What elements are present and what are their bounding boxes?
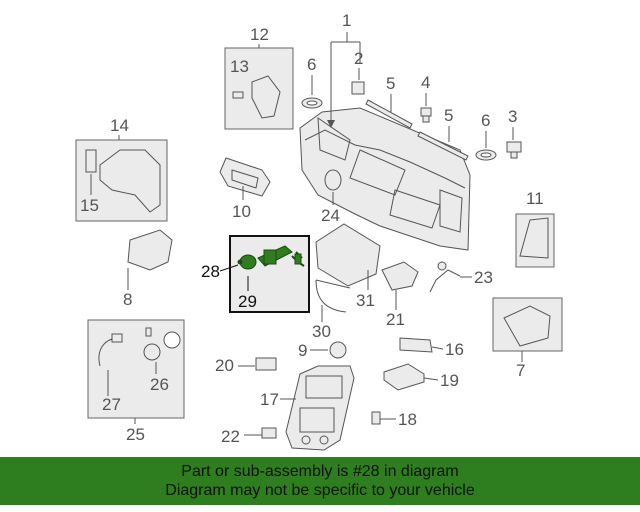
callout-22: 22	[221, 427, 240, 446]
callout-27: 27	[102, 395, 121, 414]
part-19-module	[383, 363, 425, 391]
callout-13: 13	[230, 57, 249, 76]
callout-21: 21	[386, 310, 405, 329]
part-2-clip	[351, 81, 365, 95]
callout-8: 8	[123, 290, 132, 309]
callout-11: 11	[526, 189, 544, 208]
part-12-bezel	[251, 75, 281, 119]
callout-29: 29	[238, 292, 257, 311]
callout-25: 25	[126, 425, 145, 444]
part-11	[519, 217, 549, 259]
part-30-cable	[315, 279, 351, 313]
banner-line-1: Part or sub-assembly is #28 in diagram	[181, 463, 459, 480]
callout-5a: 5	[386, 74, 395, 93]
callout-1: 1	[342, 11, 351, 30]
callout-10: 10	[232, 202, 251, 221]
callout-9: 9	[298, 341, 307, 360]
callout-12: 12	[250, 25, 269, 44]
leader-28	[219, 264, 239, 272]
part-17-console	[285, 365, 355, 451]
part-16-clip	[399, 337, 433, 353]
callout-24: 24	[321, 206, 340, 225]
banner-line-2: Diagram may not be specific to your vehi…	[165, 482, 475, 499]
part-14-panel	[99, 149, 161, 213]
part-5a-strip	[365, 99, 413, 129]
box-28-highlight	[229, 235, 310, 313]
leader-16	[431, 346, 444, 350]
callout-16: 16	[445, 340, 464, 359]
callout-18: 18	[398, 410, 417, 429]
callout-2: 2	[354, 49, 363, 68]
part-9-knob	[329, 341, 347, 359]
part-31-tray	[315, 223, 381, 287]
leader-19	[423, 377, 439, 381]
callout-31: 31	[356, 291, 375, 310]
instrument-panel	[299, 107, 471, 251]
callout-3: 3	[508, 107, 517, 126]
callout-30: 30	[312, 322, 331, 341]
part-7-cover	[503, 305, 551, 347]
callout-19: 19	[440, 371, 459, 390]
callout-6b: 6	[481, 111, 490, 130]
part-3-connector	[506, 141, 522, 159]
callout-15: 15	[80, 196, 99, 215]
arrow-1	[327, 120, 335, 128]
part-10-bezel	[219, 157, 271, 197]
callout-17: 17	[260, 390, 279, 409]
part-4-fastener	[420, 107, 432, 123]
part-8-switch	[127, 229, 173, 271]
callout-20: 20	[215, 356, 234, 375]
part-24-knob	[324, 169, 342, 191]
part-20-switch	[255, 357, 277, 371]
part-23-sensor	[429, 269, 461, 293]
callout-23: 23	[474, 268, 493, 287]
leader-1	[330, 32, 361, 124]
callout-26: 26	[150, 375, 169, 394]
callout-28: 28	[201, 262, 220, 281]
part-15	[85, 149, 97, 173]
info-banner: Part or sub-assembly is #28 in diagram D…	[0, 457, 640, 505]
callout-7: 7	[516, 361, 525, 380]
part-28-ignition-lock	[237, 245, 305, 270]
callout-6a: 6	[307, 55, 316, 74]
callout-4: 4	[421, 73, 430, 92]
part-21-bracket	[381, 261, 419, 291]
part-5b-strip	[417, 131, 469, 161]
part-22-bulb	[261, 427, 277, 439]
part-18-clip	[371, 411, 381, 425]
callout-5b: 5	[444, 106, 453, 125]
part-26-actuator	[143, 327, 181, 361]
callout-14: 14	[110, 116, 129, 135]
part-13	[232, 91, 244, 99]
